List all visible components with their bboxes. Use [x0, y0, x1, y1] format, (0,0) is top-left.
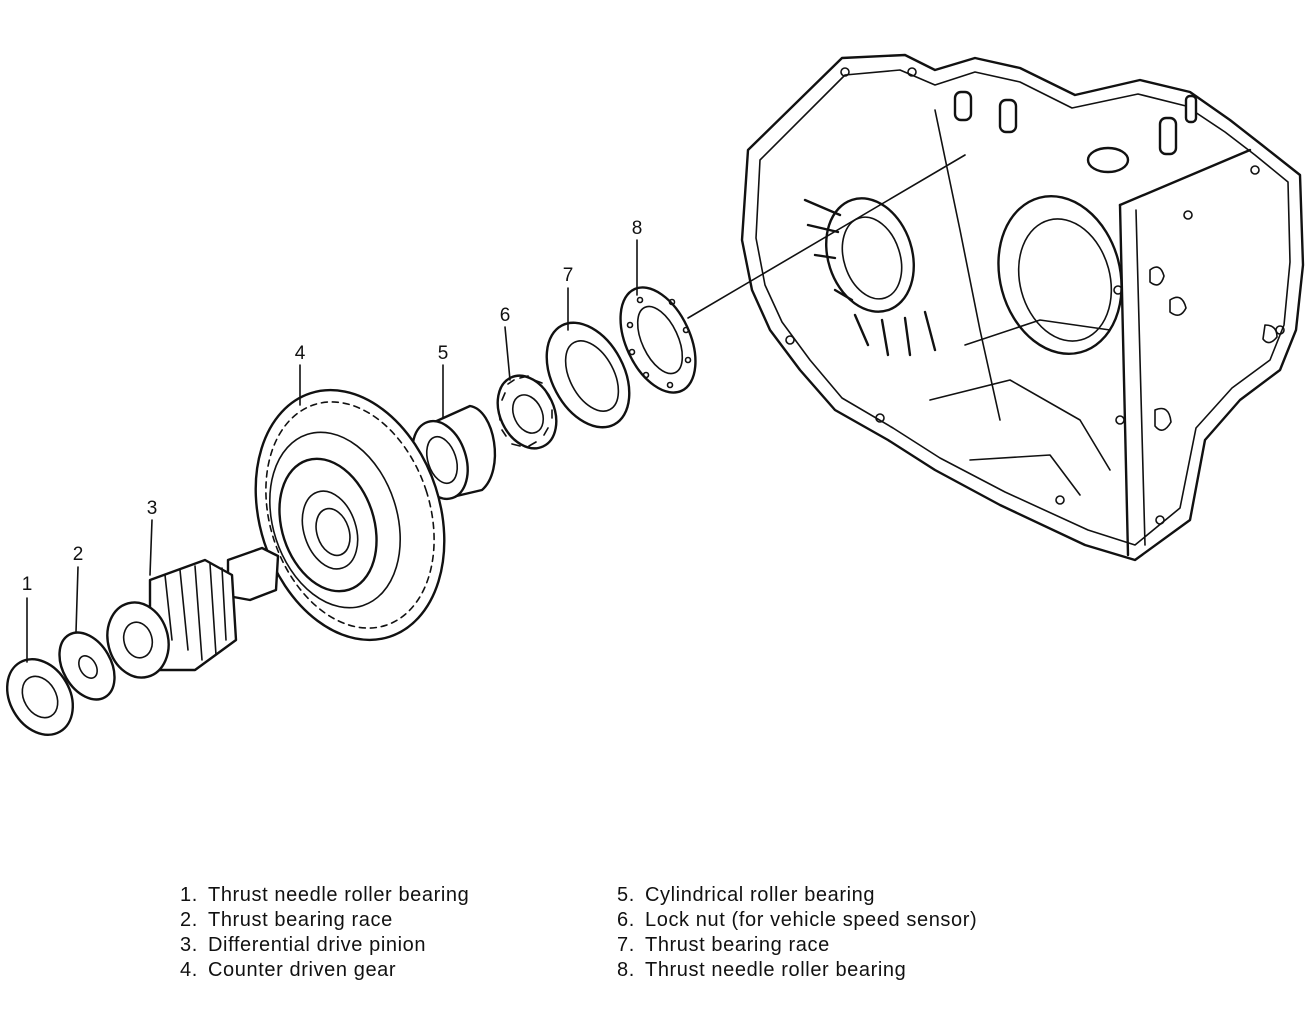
legend-right-column: 5. Cylindrical roller bearing 6. Lock nut …	[617, 883, 977, 983]
callout-numbers: 1 2 3 4 5 6 7 8	[22, 218, 643, 595]
legend-number: 1.	[180, 884, 198, 906]
transaxle-case	[740, 53, 1305, 562]
legend-number: 7.	[617, 934, 635, 956]
part-8-thrust-needle-roller-bearing	[619, 286, 697, 394]
legend-item-1: 1. Thrust needle roller bearing	[180, 883, 469, 908]
legend-number: 2.	[180, 909, 198, 931]
legend-left-column: 1. Thrust needle roller bearing 2. Thrust …	[180, 883, 469, 983]
legend-number: 5.	[617, 884, 635, 906]
callout-3: 3	[147, 498, 158, 519]
legend-item-3: 3. Differential drive pinion	[180, 933, 469, 958]
assembly-axis-line	[687, 154, 966, 319]
part-6-lock-nut	[496, 374, 558, 450]
part-1-thrust-needle-roller-bearing	[6, 658, 74, 736]
callout-7: 7	[563, 265, 574, 286]
part-7-thrust-bearing-race	[545, 321, 631, 429]
legend-text: Thrust needle roller bearing	[645, 959, 907, 981]
legend-number: 8.	[617, 959, 635, 981]
legend-item-4: 4. Counter driven gear	[180, 958, 469, 983]
callout-2: 2	[73, 544, 84, 565]
legend-item-7: 7. Thrust bearing race	[617, 933, 977, 958]
legend-item-5: 5. Cylindrical roller bearing	[617, 883, 977, 908]
legend-text: Lock nut (for vehicle speed sensor)	[645, 909, 978, 931]
callout-6: 6	[500, 305, 511, 326]
callout-1: 1	[22, 574, 33, 595]
part-3-differential-drive-pinion	[106, 546, 280, 679]
legend-text: Counter driven gear	[208, 959, 397, 981]
legend-number: 6.	[617, 909, 635, 931]
callout-4: 4	[295, 343, 306, 364]
part-2-thrust-bearing-race	[58, 631, 116, 701]
callout-leaders	[26, 239, 638, 663]
legend-text: Differential drive pinion	[208, 934, 427, 956]
legend-text: Thrust needle roller bearing	[208, 884, 470, 906]
legend-text: Thrust bearing race	[645, 934, 830, 956]
legend-item-8: 8. Thrust needle roller bearing	[617, 958, 977, 983]
callout-8: 8	[632, 218, 643, 239]
legend-item-6: 6. Lock nut (for vehicle speed sensor)	[617, 908, 977, 933]
legend-text: Cylindrical roller bearing	[645, 884, 876, 906]
legend-item-2: 2. Thrust bearing race	[180, 908, 469, 933]
part-4-counter-driven-gear	[254, 388, 446, 642]
legend-number: 4.	[180, 959, 198, 981]
legend-text: Thrust bearing race	[208, 909, 393, 931]
legend-number: 3.	[180, 934, 198, 956]
callout-5: 5	[438, 343, 449, 364]
